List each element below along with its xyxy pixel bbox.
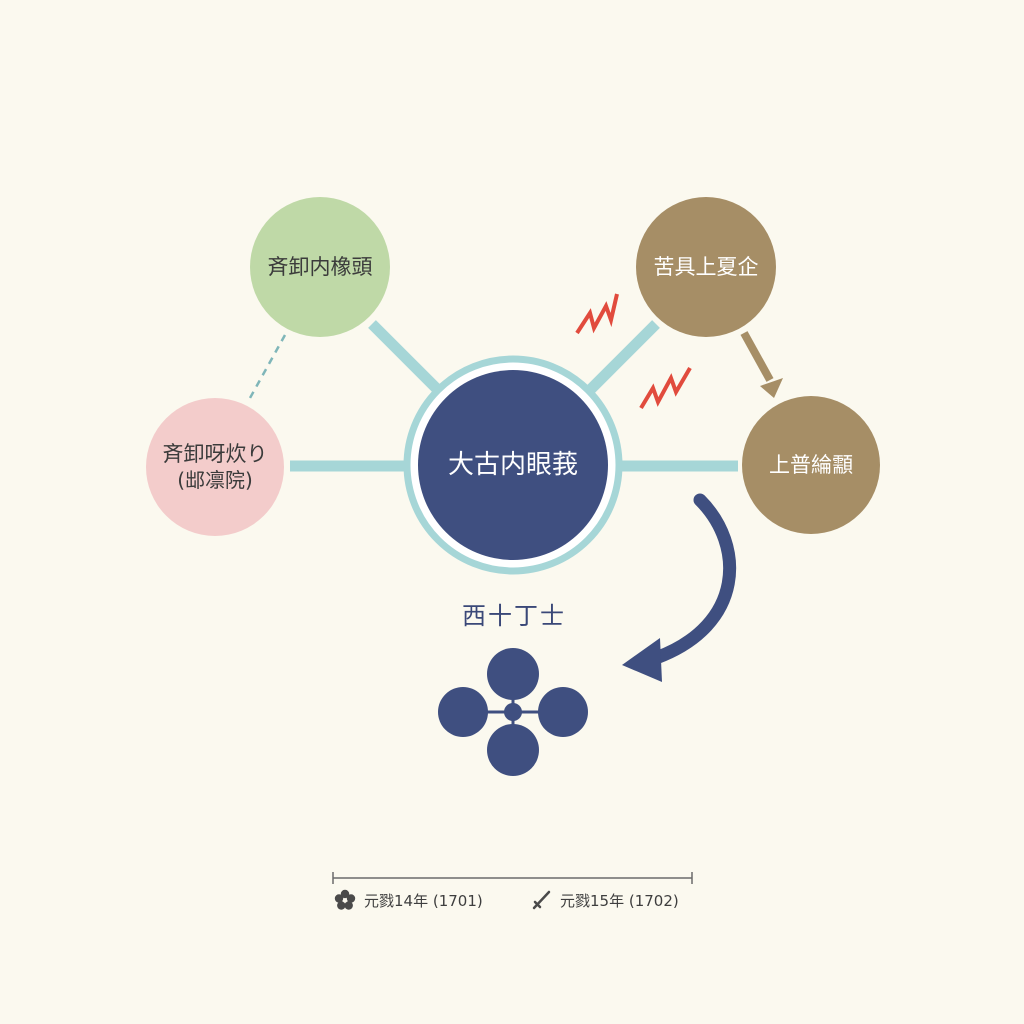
- timeline-item-1-text: 元戮14年 (1701): [364, 891, 483, 910]
- node-right-label: 上普綸顬: [769, 452, 853, 477]
- sword-icon: [530, 889, 552, 911]
- node-right: 上普綸顬: [742, 396, 880, 534]
- node-left-sublabel: (䢺凛院): [177, 467, 253, 492]
- group-emblem-icon: [438, 648, 588, 776]
- arrow-shaft: [740, 331, 774, 382]
- arrow-head-icon: [760, 378, 783, 398]
- connector-top-left: [368, 320, 444, 396]
- node-top-left: 斉卸内橡頭: [250, 197, 390, 337]
- node-left-label: 斉卸呀炊り: [162, 442, 268, 467]
- curved-arrow-head-icon: [622, 638, 662, 682]
- node-top-left-label: 斉卸内橡頭: [267, 254, 373, 279]
- flower-crest-icon: [334, 889, 356, 911]
- timeline-item-1: 元戮14年 (1701): [334, 889, 483, 911]
- conflict-lightning-icon: [639, 366, 692, 410]
- node-center: 大古内眼莪: [418, 370, 608, 560]
- group-label: 西十丁士: [462, 602, 566, 630]
- node-top-right-label: 苦具上夏企: [653, 254, 759, 279]
- curved-arrow: [649, 493, 737, 665]
- node-top-right: 苦具上夏企: [636, 197, 776, 337]
- conflict-lightning-icon: [575, 293, 619, 335]
- connector-top-right: [584, 320, 660, 396]
- node-center-label: 大古内眼莪: [447, 449, 578, 480]
- dashed-link: [248, 334, 287, 399]
- timeline-item-2-text: 元戮15年 (1702): [560, 891, 679, 910]
- timeline-item-2: 元戮15年 (1702): [530, 889, 679, 911]
- node-left: 斉卸呀炊り (䢺凛院): [146, 398, 284, 536]
